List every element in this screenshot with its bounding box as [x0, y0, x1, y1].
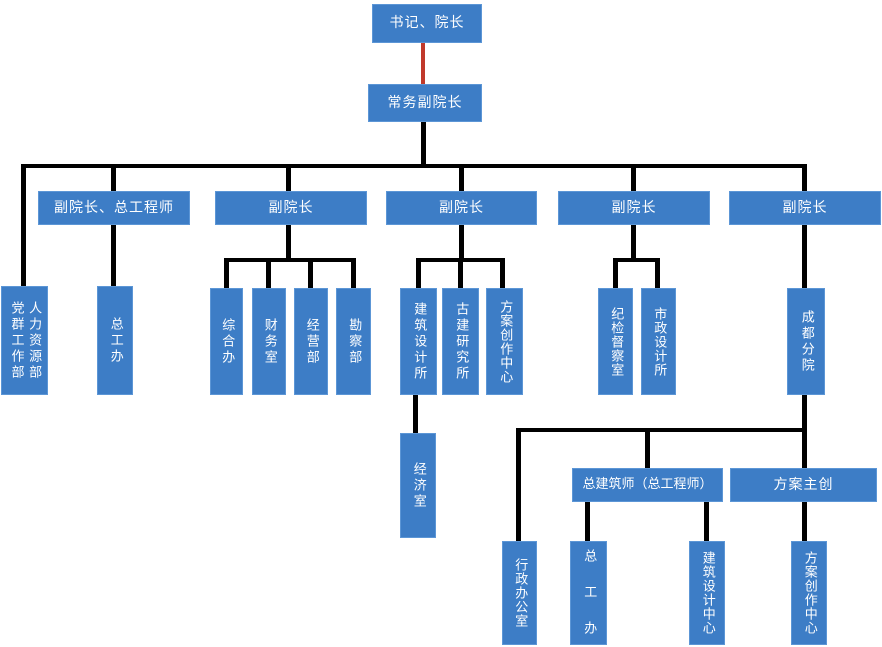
connector-to-scheme-chief: [802, 428, 807, 468]
node-economy-office: 经济室: [400, 433, 436, 538]
connector-to-admin-office: [516, 428, 521, 541]
connector-to-economy-office: [413, 395, 418, 433]
connector-bus-to-vd4: [802, 164, 807, 192]
connector-to-ancient-arch-inst: [458, 258, 463, 288]
connector-to-arch-design-inst: [416, 258, 421, 288]
connector-chengdu-bus: [516, 428, 807, 432]
connector-bus-to-vd-ce: [111, 164, 116, 192]
connector-bus-to-vd2: [459, 164, 464, 192]
node-vice-dean-2: 副院长: [386, 191, 537, 225]
node-general-office: 综合办: [210, 288, 243, 395]
connector-vd2-stub: [459, 224, 464, 260]
connector-to-chief-architect: [645, 428, 650, 468]
node-secretary-dean: 书记、院长: [372, 4, 482, 43]
node-survey-dept: 勘察部: [336, 288, 371, 395]
connector-to-business-dept: [308, 258, 313, 288]
connector-vd3-stub: [631, 224, 636, 260]
connector-vd4-to-chengdu: [802, 224, 807, 288]
node-municipal-design-institute: 市政设计所: [641, 288, 676, 395]
node-vice-dean-4: 副院长: [729, 191, 881, 225]
node-ancient-architecture-institute: 古建研究所: [442, 288, 479, 395]
node-branch-scheme-creation-center: 方案创作中心: [791, 541, 827, 645]
connector-vd3-bus: [613, 258, 660, 262]
node-finance-office: 财务室: [252, 288, 286, 395]
node-vice-dean-3: 副院长: [558, 191, 710, 225]
connector-vdce-to-ceoffice: [111, 224, 116, 286]
node-admin-office: 行政办公室: [502, 541, 537, 645]
connector-to-survey-dept: [351, 258, 356, 288]
connector-to-municipal-inst: [655, 258, 660, 288]
node-vice-dean-chief-engineer: 副院长、总工程师: [38, 191, 190, 225]
connector-vd1-bus: [224, 258, 356, 262]
node-party-masses-and-hr: 党群工作部 人力资源部: [1, 286, 48, 395]
node-chief-engineer-office: 总工办: [97, 286, 133, 395]
node-business-dept: 经营部: [294, 288, 328, 395]
node-architectural-design-institute: 建筑设计所: [400, 288, 437, 395]
hr-dept-label: 人力资源部: [26, 300, 42, 381]
connector-bus-to-vd1: [286, 164, 291, 192]
connector-to-discipline-office: [613, 258, 618, 288]
connector-to-general-office: [224, 258, 229, 288]
node-branch-chief-engineer-office: 总 工 办: [570, 541, 607, 645]
node-vice-dean-1: 副院长: [215, 191, 367, 225]
connector-to-scheme-center: [500, 258, 505, 288]
connector-to-arch-design-center: [704, 502, 709, 541]
connector-bus-to-vd3: [631, 164, 636, 192]
connector-chengdu-stub: [802, 395, 807, 430]
connector-bus-to-party-hr: [21, 164, 26, 286]
connector-exec-to-bus: [421, 122, 426, 165]
node-exec-vice-dean: 常务副院长: [368, 84, 482, 122]
node-scheme-creation-center: 方案创作中心: [486, 288, 523, 395]
party-masses-dept-label: 党群工作部: [8, 300, 24, 381]
node-architectural-design-center: 建筑设计中心: [689, 541, 725, 645]
connector-to-branch-scheme-center: [802, 502, 807, 541]
node-scheme-chief-creator: 方案主创: [730, 468, 877, 502]
node-chief-architect: 总建筑师（总工程师）: [572, 468, 723, 502]
node-chengdu-branch: 成都分院: [787, 288, 825, 395]
connector-to-finance-office: [266, 258, 271, 288]
connector-vd1-stub: [286, 224, 291, 260]
connector-secretary-to-exec: [421, 43, 425, 84]
node-discipline-inspection-office: 纪检督察室: [598, 288, 633, 395]
connector-main-bus: [21, 164, 807, 168]
connector-to-branch-ce-office: [585, 502, 590, 541]
